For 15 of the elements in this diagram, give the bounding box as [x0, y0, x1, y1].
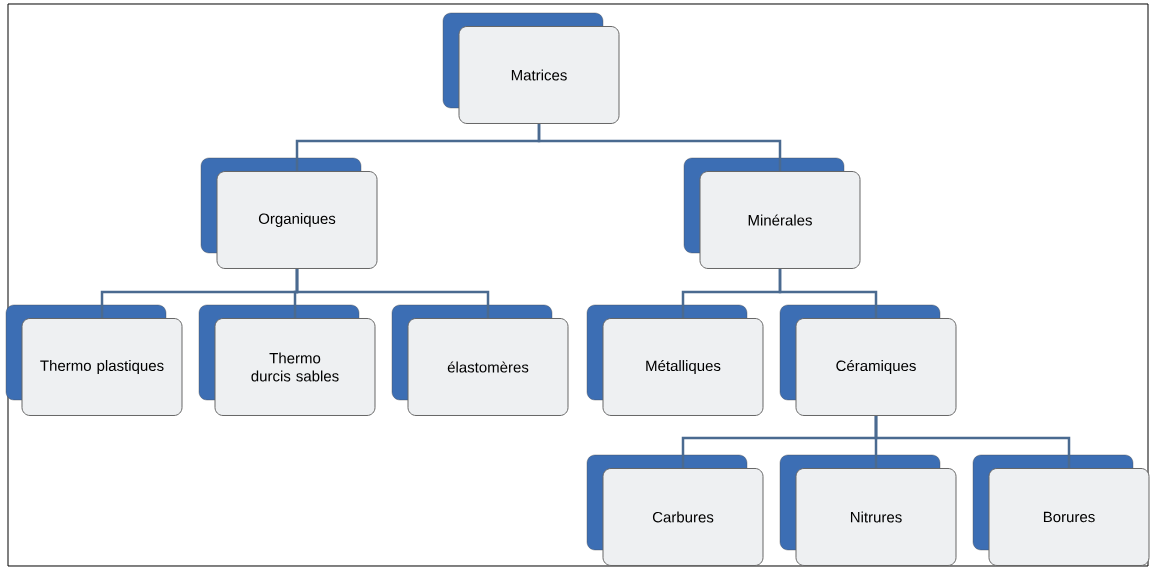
category-box: Céramiques	[779, 304, 957, 416]
connector-line	[874, 416, 1071, 468]
category-box: Thermo durcis sables	[198, 304, 376, 416]
category-box: Minérales	[683, 157, 861, 269]
connector-line	[778, 269, 878, 318]
category-box: Thermo plastiques	[5, 304, 183, 416]
category-box: Matrices	[442, 12, 620, 124]
category-box: élastomères	[391, 304, 569, 416]
category-box: Borures	[972, 454, 1150, 566]
category-box: Métalliques	[586, 304, 764, 416]
category-box: Nitrures	[779, 454, 957, 566]
connector-line	[537, 124, 782, 171]
connector-line	[295, 269, 490, 318]
category-box: Carbures	[586, 454, 764, 566]
category-box: Organiques	[200, 157, 378, 269]
